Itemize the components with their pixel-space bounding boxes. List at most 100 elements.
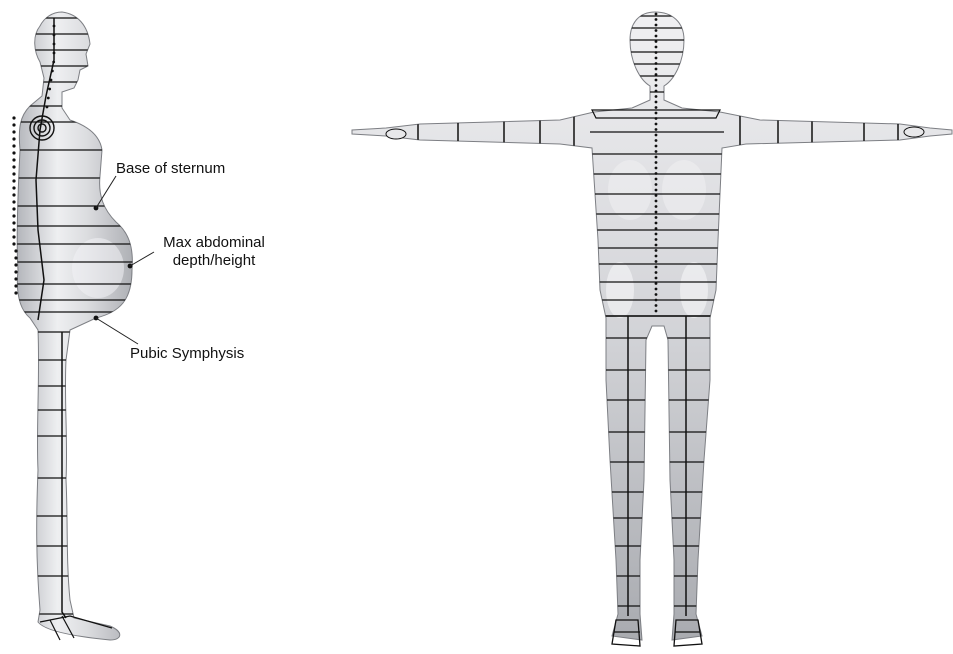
front-centerline-dot xyxy=(655,216,658,219)
side-spine-dot xyxy=(47,97,50,100)
label-pubic-symphysis: Pubic Symphysis xyxy=(130,345,244,363)
front-centerline-dot xyxy=(655,79,658,82)
side-back-dot xyxy=(12,221,15,224)
side-back-dot xyxy=(14,284,17,287)
front-centerline-dot xyxy=(655,18,658,21)
front-centerline-dot xyxy=(655,183,658,186)
front-centerline-dot xyxy=(655,101,658,104)
side-spine-dot xyxy=(50,79,53,82)
front-centerline-dot xyxy=(655,222,658,225)
front-centerline-dot xyxy=(655,134,658,137)
side-back-dot xyxy=(12,242,15,245)
side-back-dot xyxy=(12,123,15,126)
front-centerline-dot xyxy=(655,156,658,159)
front-centerline-dot xyxy=(655,117,658,120)
side-back-dot xyxy=(14,249,17,252)
label-max-abdominal: Max abdominal depth/height xyxy=(150,234,278,270)
front-centerline-dot xyxy=(655,84,658,87)
front-centerline-dot xyxy=(655,51,658,54)
front-centerline-dot xyxy=(655,46,658,49)
side-back-dot xyxy=(12,158,15,161)
side-back-dot xyxy=(12,207,15,210)
front-centerline-dot xyxy=(655,145,658,148)
front-centerline-dot xyxy=(655,13,658,16)
front-centerline-dot xyxy=(655,288,658,291)
front-centerline-dot xyxy=(655,293,658,296)
side-back-dot xyxy=(12,144,15,147)
side-back-dot xyxy=(14,291,17,294)
side-spine-dot xyxy=(53,43,56,46)
side-back-dot xyxy=(14,256,17,259)
side-spine-dot xyxy=(53,52,56,55)
side-back-dot xyxy=(14,263,17,266)
side-back-dot xyxy=(12,200,15,203)
front-centerline-dot xyxy=(655,260,658,263)
front-body-silhouette xyxy=(352,12,952,640)
front-centerline-dot xyxy=(655,40,658,43)
front-centerline-dot xyxy=(655,194,658,197)
front-centerline-dot xyxy=(655,178,658,181)
front-centerline-dot xyxy=(655,112,658,115)
side-back-dot xyxy=(12,172,15,175)
front-centerline-dot xyxy=(655,73,658,76)
side-back-dot xyxy=(12,228,15,231)
side-back-dot xyxy=(12,214,15,217)
front-centerline-dot xyxy=(655,35,658,38)
front-centerline-dot xyxy=(655,150,658,153)
front-centerline-dot xyxy=(655,299,658,302)
front-centerline-dot xyxy=(655,244,658,247)
front-centerline-dot xyxy=(655,57,658,60)
side-back-dot xyxy=(12,186,15,189)
label-max-abdominal-line2: depth/height xyxy=(150,252,278,270)
side-spine-dot xyxy=(52,61,55,64)
front-centerline-dot xyxy=(655,249,658,252)
side-back-dot xyxy=(12,235,15,238)
front-centerline xyxy=(655,13,658,313)
side-back-dot xyxy=(12,116,15,119)
front-centerline-dot xyxy=(655,161,658,164)
front-centerline-dot xyxy=(655,139,658,142)
front-centerline-dot xyxy=(655,310,658,313)
front-centerline-dot xyxy=(655,205,658,208)
front-centerline-dot xyxy=(655,106,658,109)
front-centerline-dot xyxy=(655,189,658,192)
front-centerline-dot xyxy=(655,24,658,27)
side-spine-dot xyxy=(53,34,56,37)
front-centerline-dot xyxy=(655,29,658,32)
front-centerline-dot xyxy=(655,128,658,131)
front-centerline-dot xyxy=(655,167,658,170)
front-centerline-dot xyxy=(655,68,658,71)
front-centerline-dot xyxy=(655,266,658,269)
front-centerline-dot xyxy=(655,200,658,203)
side-back-dot xyxy=(12,137,15,140)
side-back-dot xyxy=(12,165,15,168)
front-centerline-dot xyxy=(655,233,658,236)
label-max-abdominal-line1: Max abdominal xyxy=(150,234,278,252)
side-spine-dot xyxy=(48,88,51,91)
front-centerline-dot xyxy=(655,95,658,98)
side-back-dot xyxy=(12,193,15,196)
front-centerline-dot xyxy=(655,304,658,307)
label-base-of-sternum: Base of sternum xyxy=(116,160,225,178)
front-centerline-dot xyxy=(655,211,658,214)
side-spine-dot xyxy=(53,25,56,28)
side-view xyxy=(0,12,154,640)
front-view xyxy=(352,12,952,646)
side-spine-dot xyxy=(46,106,49,109)
side-back-dot xyxy=(12,179,15,182)
side-back-dot xyxy=(12,130,15,133)
front-centerline-dot xyxy=(655,282,658,285)
side-back-dot xyxy=(14,277,17,280)
side-back-dot xyxy=(12,151,15,154)
front-centerline-dot xyxy=(655,123,658,126)
front-centerline-dot xyxy=(655,62,658,65)
front-centerline-dot xyxy=(655,238,658,241)
front-centerline-dot xyxy=(655,277,658,280)
side-spine-dot xyxy=(51,70,54,73)
front-centerline-dot xyxy=(655,255,658,258)
front-centerline-dot xyxy=(655,172,658,175)
front-centerline-dot xyxy=(655,227,658,230)
front-centerline-dot xyxy=(655,90,658,93)
